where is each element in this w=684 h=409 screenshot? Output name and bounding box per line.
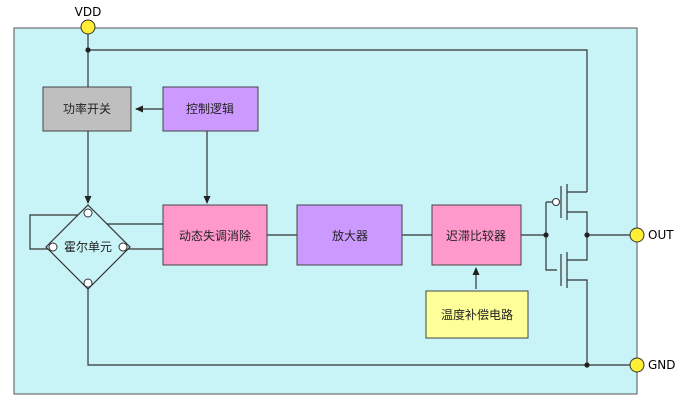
amplifier-label: 放大器 — [332, 228, 368, 243]
temp-compensation-label: 温度补偿电路 — [441, 307, 513, 322]
block-offset-cancel: 动态失调消除 — [162, 204, 268, 266]
hall-element-label: 霍尔单元 — [64, 239, 112, 254]
block-amplifier: 放大器 — [296, 204, 403, 266]
power-switch-label: 功率开关 — [63, 101, 111, 116]
block-power-switch: 功率开关 — [42, 86, 132, 132]
pin-out: OUT — [629, 227, 674, 243]
hysteresis-comparator-label: 迟滞比较器 — [446, 228, 506, 243]
offset-cancel-label: 动态失调消除 — [179, 228, 251, 243]
block-control-logic: 控制逻辑 — [162, 86, 259, 132]
vdd-label: VDD — [75, 5, 102, 19]
control-logic-label: 控制逻辑 — [186, 102, 234, 116]
out-label: OUT — [648, 228, 674, 242]
wires — [29, 33, 630, 366]
gnd-label: GND — [648, 358, 676, 372]
block-hysteresis-comparator: 迟滞比较器 — [431, 204, 522, 266]
block-hall-element: 霍尔单元 — [45, 204, 131, 290]
pin-gnd: GND — [629, 357, 676, 373]
pmos-gate-bubble — [552, 198, 560, 206]
pin-vdd: VDD — [75, 5, 102, 35]
block-temp-compensation: 温度补偿电路 — [425, 290, 529, 339]
